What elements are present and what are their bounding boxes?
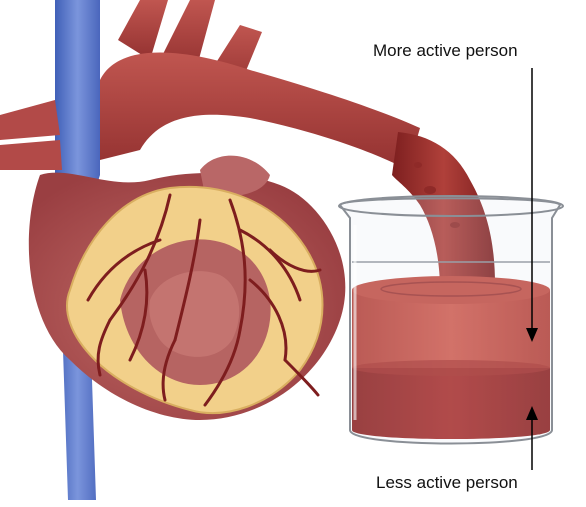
less-active-label: Less active person: [376, 474, 518, 491]
aorta: [100, 53, 420, 171]
more-active-label: More active person: [373, 42, 518, 59]
pulmonary-branches: [0, 100, 62, 170]
beaker-illustration: [339, 196, 563, 444]
